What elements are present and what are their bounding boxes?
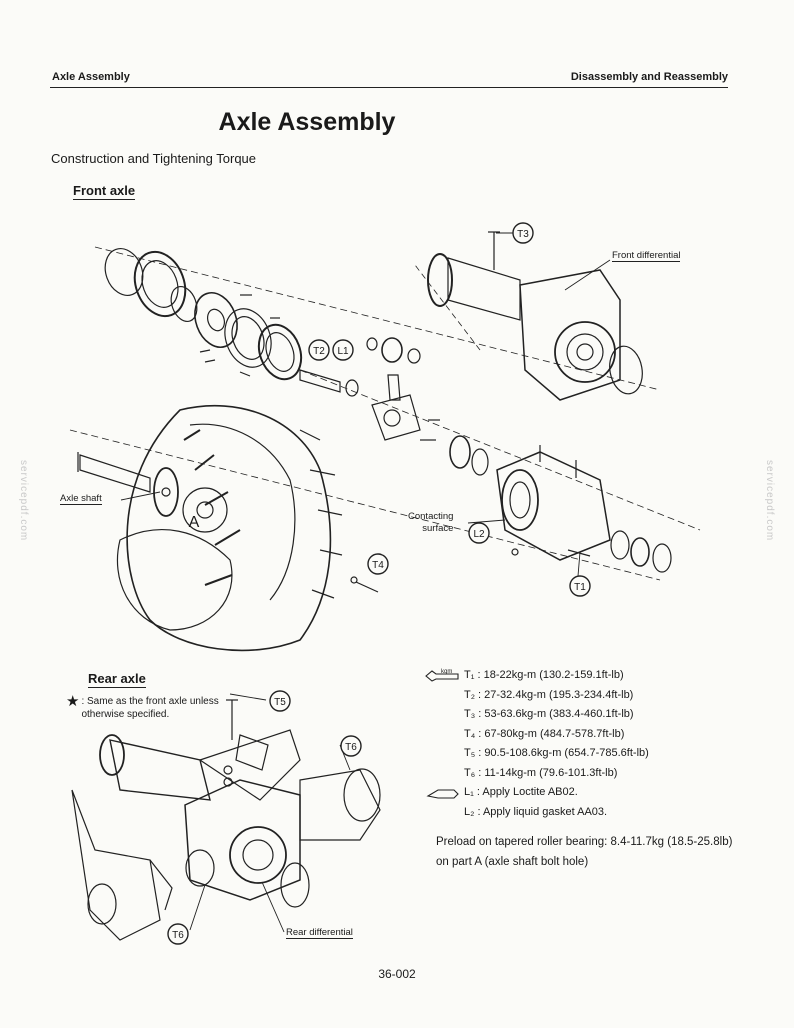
callout-t3-text: T3 [517,229,529,240]
callout-l1 [332,339,354,361]
star-note-text: : Same as the front axle unless otherwis… [81,696,219,720]
callout-t6-upper [340,735,362,757]
sealant-tube-icon [426,786,462,805]
callout-l2-text: L2 [473,529,485,540]
callout-t2 [308,339,330,361]
callout-t6-lower-text: T6 [172,930,184,941]
spec-l1: L₁ : Apply Loctite AB02. [464,786,578,798]
front-axle-heading: Front axle [73,183,136,200]
spec-t5: T₅ : 90.5-108.6kg-m (654.7-785.6ft-lb) [464,747,649,759]
callout-l1-text: L1 [337,346,349,357]
header-rule [50,87,728,88]
callout-t1-text: T1 [574,582,586,593]
rear-differential-label: Rear differential [286,927,353,939]
spec-t3: T₃ : 53-63.6kg-m (383.4-460.1ft-lb) [464,708,634,720]
callout-t2-text: T2 [313,346,325,357]
spec-t1: T₁ : 18-22kg-m (130.2-159.1ft-lb) [464,669,624,681]
page-title: Axle Assembly [218,108,396,136]
header-left: Axle Assembly [52,71,130,83]
callout-t6-lower [167,923,189,945]
spec-t2: T₂ : 27-32.4kg-m (195.3-234.4ft-lb) [464,689,634,701]
wrench-label: kgm [441,669,453,675]
part-a-label: A [189,514,200,531]
callout-t3 [512,222,534,244]
page-subtitle: Construction and Tightening Torque [51,151,257,166]
watermark-left: servicepdf.com [18,460,29,542]
watermark-right: servicepdf.com [764,460,775,542]
contacting-surface-label: Contacting surface [408,511,454,534]
front-differential-label: Front differential [612,250,681,262]
spec-l2: L₂ : Apply liquid gasket AA03. [464,806,608,818]
callout-t5-text: T5 [274,697,286,708]
callout-t6-upper-text: T6 [345,742,357,753]
callout-t1 [569,575,591,597]
axle-shaft-label: Axle shaft [60,493,102,505]
star-icon: ★ [66,693,80,710]
spec-t4: T₄ : 67-80kg-m (484.7-578.7ft-lb) [464,728,625,740]
header-right: Disassembly and Reassembly [570,71,728,83]
callout-t4-text: T4 [372,560,384,571]
callout-t4 [367,553,389,575]
spec-t6: T₆ : 11-14kg-m (79.6-101.3ft-lb) [464,767,618,779]
callout-l2 [468,522,490,544]
preload-note: Preload on tapered roller bearing: 8.4-1… [436,836,733,868]
torque-wrench-icon: kgm [424,668,464,687]
page-number: 36-002 [378,967,416,981]
callout-t5 [269,690,291,712]
rear-axle-heading: Rear axle [88,671,146,688]
star-note: ★: Same as the front axle unless otherwi… [66,693,231,721]
